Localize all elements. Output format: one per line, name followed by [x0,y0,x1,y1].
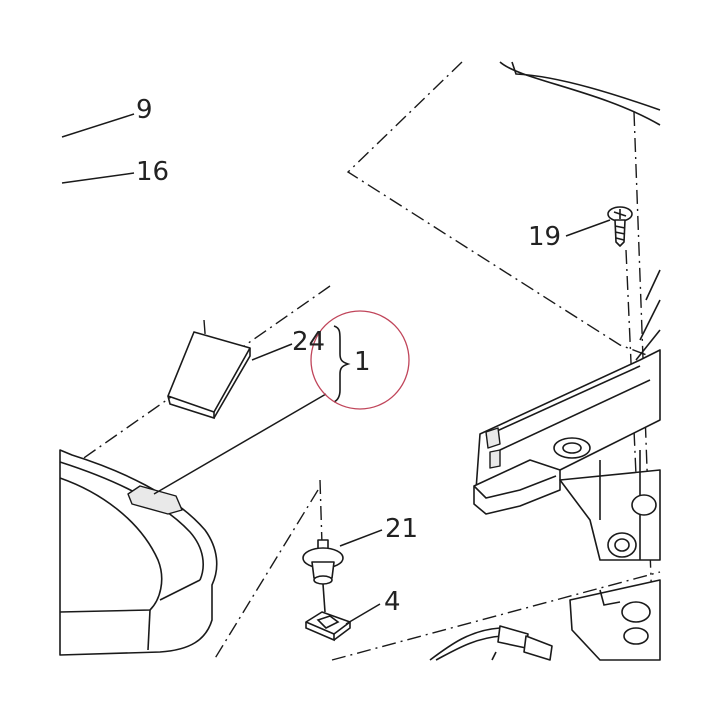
callout-1: 1 [354,347,371,377]
callout-19: 19 [528,222,561,252]
callout-24: 24 [292,327,325,357]
screw-part-19 [607,206,633,247]
pad-part-24 [167,331,251,420]
top-cover-part [499,61,661,126]
highlight-circle [310,310,410,410]
callout-1-bracket [333,325,351,403]
callout-4: 4 [384,587,401,617]
grommet-part-21 [302,539,344,613]
callout-9: 9 [136,95,153,125]
left-housing-part [59,449,218,656]
callout-leader-lines [61,113,611,625]
cable-part [429,625,553,661]
callout-21: 21 [385,514,418,544]
clip-part-4 [305,611,351,642]
callout-16: 16 [136,157,169,187]
mechanism-assembly-part [473,269,661,661]
leader-1-to-slot [153,393,327,495]
